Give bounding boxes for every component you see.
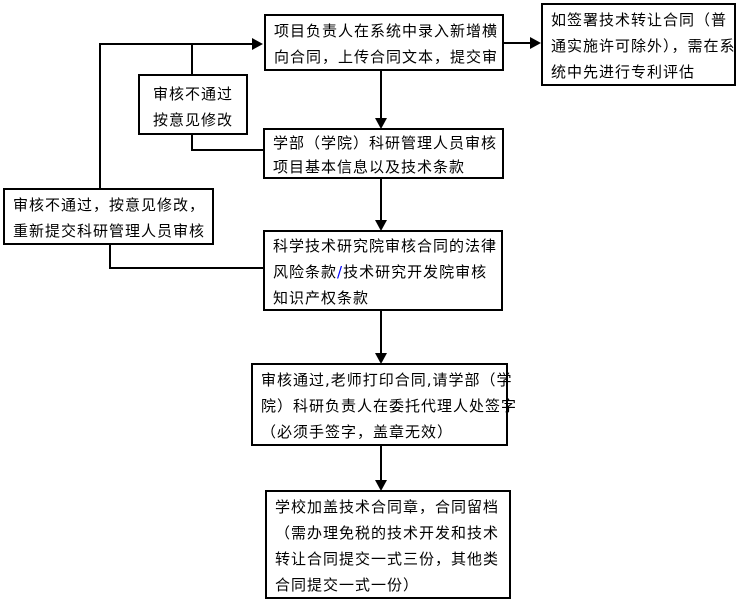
box-text-line: 项目负责人在系统中录入新增横	[274, 22, 499, 40]
slash-separator: /	[337, 263, 344, 281]
loop-big-horizontal-line	[109, 267, 263, 269]
box-text-line: 统中先进行专利评估	[551, 63, 696, 81]
box-text-line: 项目基本信息以及技术条款	[273, 158, 466, 176]
loop-small-up-line	[191, 134, 193, 151]
box-text-line: 科学技术研究院审核合同的法律	[273, 237, 498, 255]
box-text-line: 合同提交一式一份）	[275, 576, 420, 594]
box-text-segment: 技术研究开发院审核	[343, 263, 488, 281]
box-text-line: 审核通过,老师打印合同,请学部（学	[261, 371, 513, 389]
note-patent-evaluation: 如签署技术转让合同（普 通实施许可除外），需在系 统中先进行专利评估	[541, 3, 736, 86]
loop-small-horizontal-line	[192, 149, 263, 151]
loop-big-down-line	[109, 245, 111, 269]
arrow-down-icon	[375, 118, 387, 129]
connector-dept-to-institute-line	[380, 179, 382, 221]
arrow-down-icon	[375, 220, 387, 231]
flow-step-dept-review: 学部（学院）科研管理人员审核 项目基本信息以及技术条款	[263, 128, 504, 179]
box-text-line: 转让合同提交一式三份，其他类	[275, 550, 500, 568]
box-text-line: 审核不通过	[153, 85, 234, 103]
box-text-line: 审核不通过，按意见修改，	[13, 196, 206, 214]
box-text-line: 向合同，上传合同文本，提交审	[274, 48, 499, 66]
loop-big-up-line	[99, 43, 101, 189]
box-text-line: 如签署技术转让合同（普	[551, 11, 728, 29]
box-text-line: 通实施许可除外），需在系	[551, 37, 736, 55]
box-text-segment: 风险条款	[273, 263, 338, 281]
box-text-line: 重新提交科研管理人员审核	[13, 222, 206, 240]
arrow-right-icon	[530, 37, 541, 49]
box-text-line: 学部（学院）科研管理人员审核	[273, 134, 498, 152]
flow-step-institute-review: 科学技术研究院审核合同的法律 风险条款/技术研究开发院审核 知识产权条款	[263, 230, 503, 311]
arrow-down-icon	[375, 353, 387, 364]
flow-step-print-sign: 审核通过,老师打印合同,请学部（学 院）科研负责人在委托代理人处签字 （必须手签…	[251, 363, 518, 446]
connector-institute-to-sign-line	[380, 311, 382, 354]
connector-start-to-patent-line	[504, 42, 532, 44]
box-text-line: 知识产权条款	[273, 289, 370, 307]
connector-start-to-dept-line	[380, 71, 382, 119]
loop-return-horizontal-line	[100, 43, 253, 45]
arrow-down-icon	[375, 480, 387, 491]
note-revise-small: 审核不通过 按意见修改	[138, 74, 248, 135]
flow-step-seal-archive: 学校加盖技术合同章，合同留档 （需办理免税的技术开发和技术 转让合同提交一式三份…	[265, 490, 511, 599]
connector-sign-to-archive-line	[380, 446, 382, 481]
box-text-line: 学校加盖技术合同章，合同留档	[275, 498, 500, 516]
box-text-line: 风险条款/技术研究开发院审核	[273, 259, 497, 285]
box-text-line: 按意见修改	[153, 111, 234, 129]
box-text-line: （需办理免税的技术开发和技术	[275, 524, 500, 542]
box-text-line: （必须手签字，盖章无效）	[261, 423, 454, 441]
flow-step-submit-contract: 项目负责人在系统中录入新增横 向合同，上传合同文本，提交审	[264, 14, 504, 71]
loop-small-top-line	[191, 44, 193, 75]
arrow-right-icon	[252, 38, 263, 50]
box-text-line: 院）科研负责人在委托代理人处签字	[261, 397, 518, 415]
note-revise-big: 审核不通过，按意见修改， 重新提交科研管理人员审核	[3, 188, 214, 245]
